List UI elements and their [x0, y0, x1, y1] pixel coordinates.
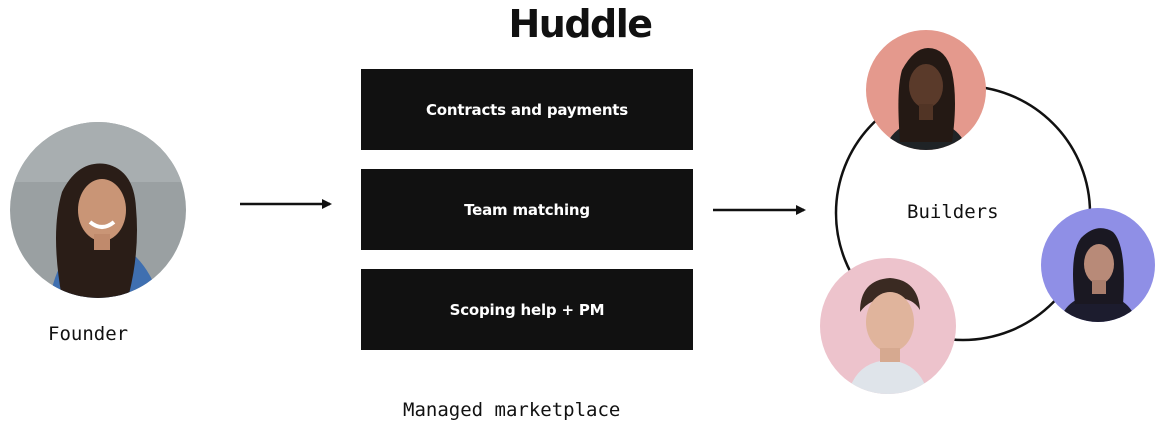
huddle-logo: Huddle [508, 2, 653, 46]
service-team-matching: Team matching [361, 169, 693, 250]
builders-label: Builders [907, 201, 999, 223]
marketplace-label: Managed marketplace [403, 399, 621, 421]
builder-avatar-right [1041, 208, 1155, 322]
founder-avatar [10, 122, 186, 298]
builder-avatar-top [866, 30, 986, 150]
service-scoping-pm: Scoping help + PM [361, 269, 693, 350]
builder-avatar-bottom [820, 258, 956, 394]
founder-label: Founder [48, 323, 129, 345]
service-contracts-payments: Contracts and payments [361, 69, 693, 150]
